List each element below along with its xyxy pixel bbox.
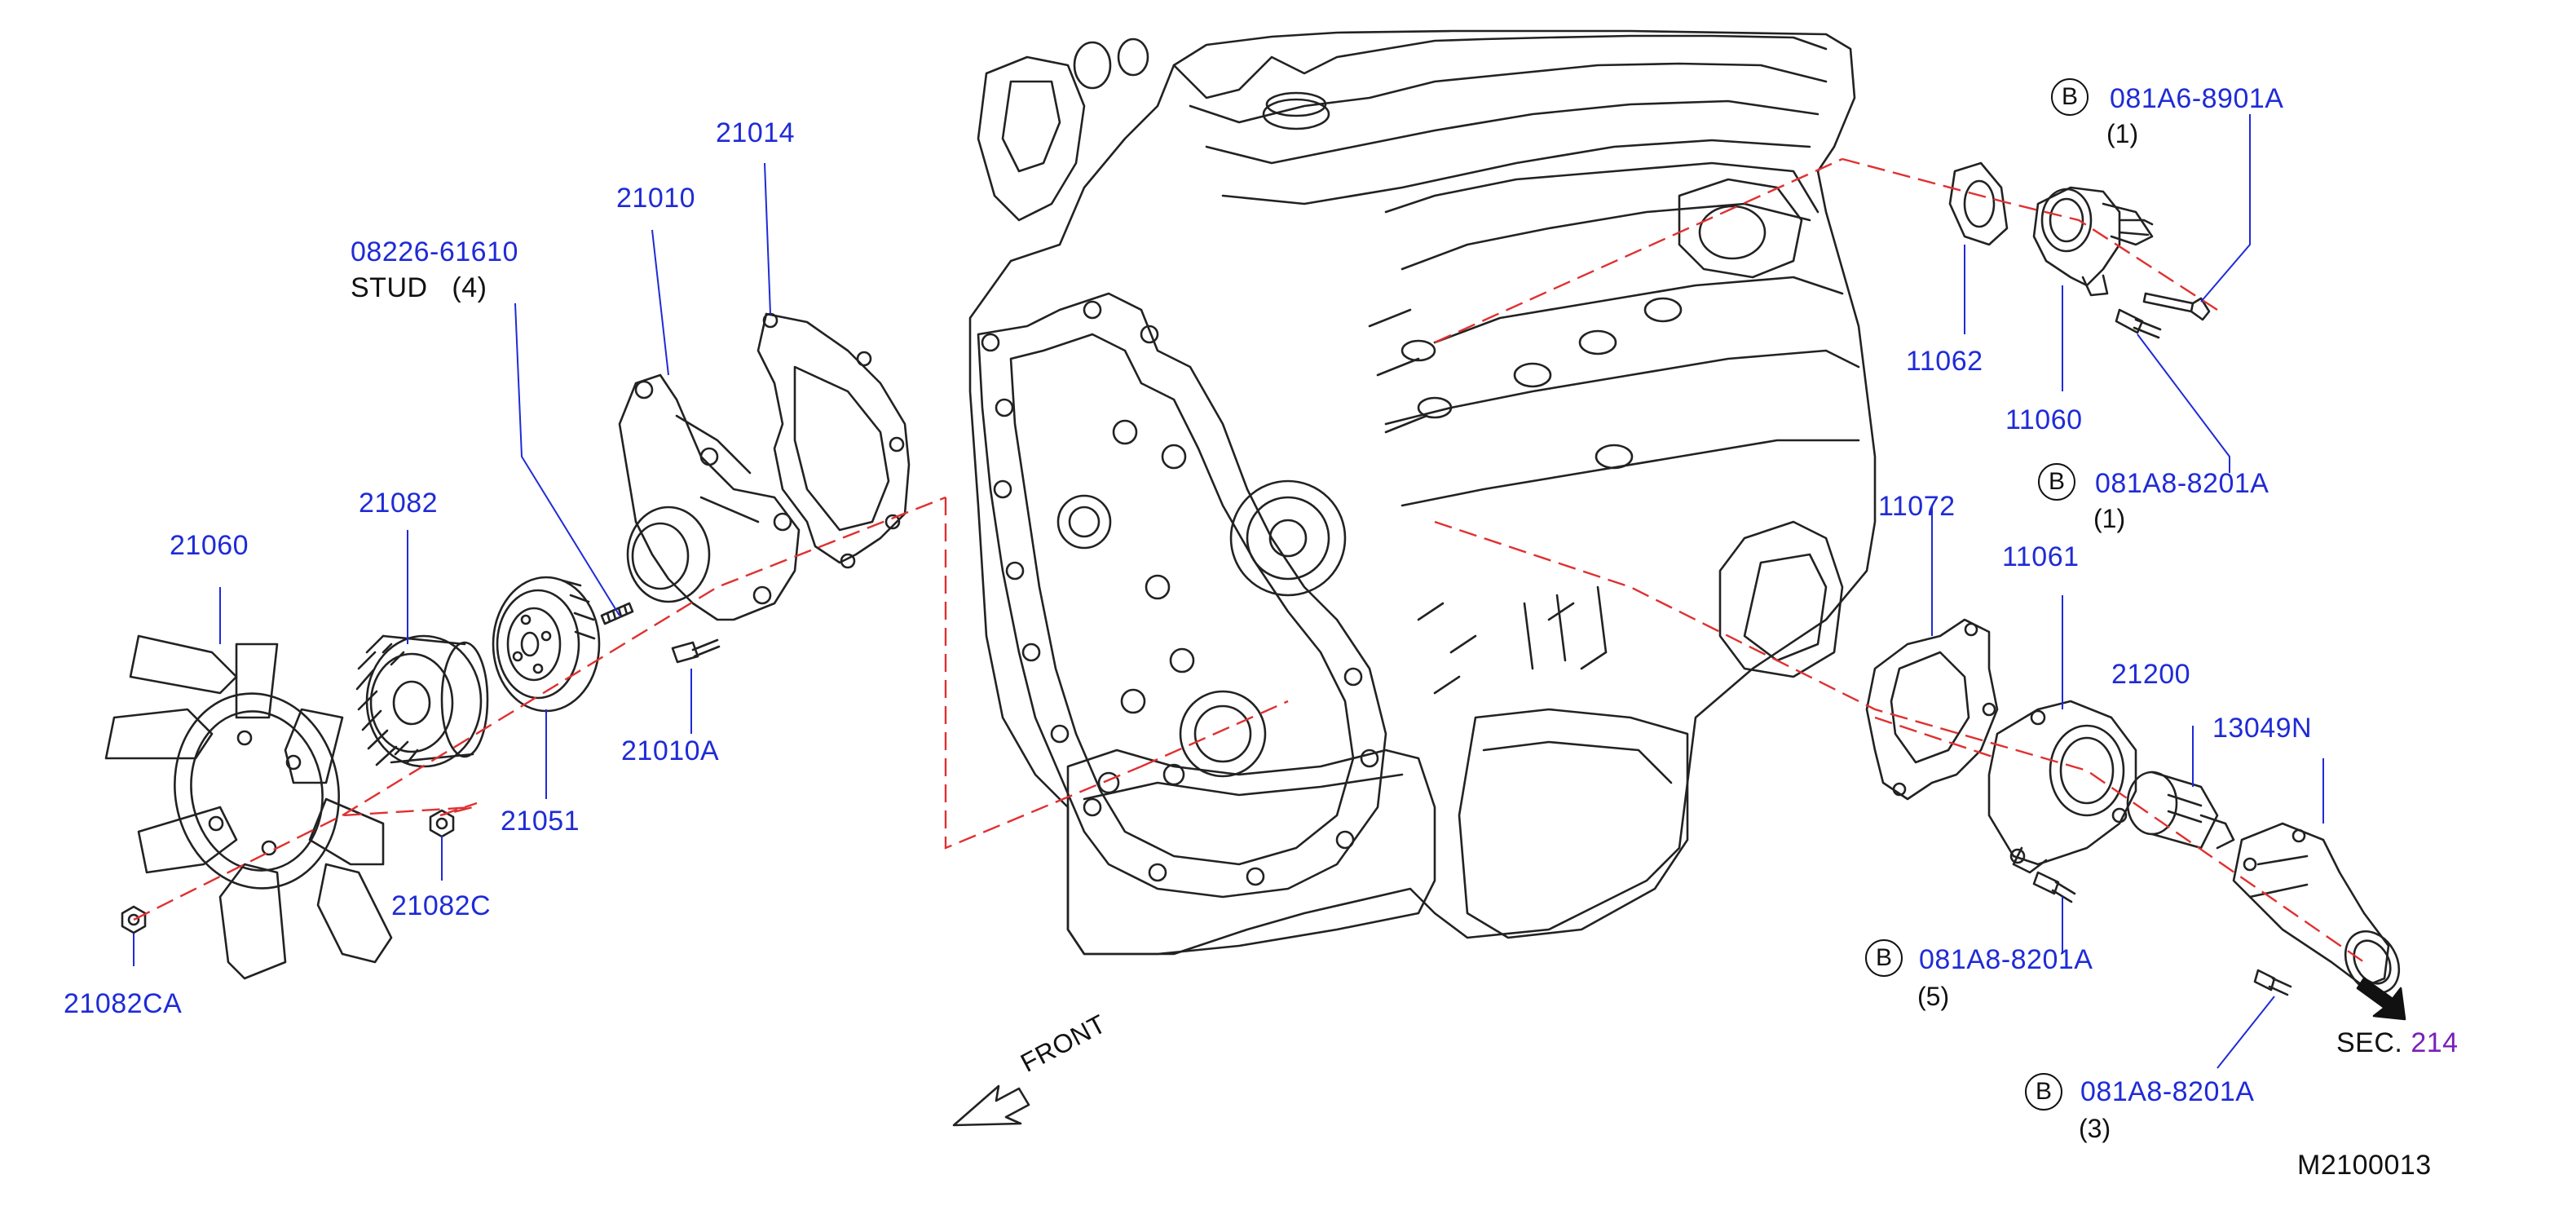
part-label-11062[interactable]: 11062 [1906, 346, 1983, 377]
bolt-qty: (3) [2079, 1114, 2111, 1143]
part-label-13049N[interactable]: 13049N [2212, 713, 2313, 744]
diagram-code: M2100013 [2297, 1150, 2432, 1181]
part-label-21082[interactable]: 21082 [359, 488, 439, 519]
part-label-21200[interactable]: 21200 [2111, 659, 2191, 690]
stud-drawing [600, 602, 634, 625]
engine-block-drawing [968, 29, 1877, 956]
section-number-link[interactable]: 214 [2411, 1027, 2459, 1058]
part-label-11061[interactable]: 11061 [2002, 541, 2080, 572]
thermostat-housing-11061-drawing [1987, 700, 2137, 903]
fan-blade-drawing [104, 634, 393, 980]
water-outlet-11060-drawing [2032, 186, 2211, 339]
bolt-label-081A8-8201A[interactable]: 081A8-8201A [1919, 944, 2093, 975]
water-inlet-13049N-drawing [2232, 822, 2401, 996]
water-pump-drawing [618, 373, 801, 664]
fan-nut-drawings [121, 809, 455, 934]
bolt-label-081A8-8201A[interactable]: 081A8-8201A [2080, 1076, 2255, 1107]
bolt-qty: (5) [1917, 982, 1950, 1011]
fan-clutch-drawing [355, 634, 489, 768]
bolt-label-081A6-8901A[interactable]: 081A6-8901A [2110, 83, 2284, 114]
front-arrow-icon [952, 1084, 1030, 1127]
bolt-marker-b: B [2025, 1073, 2062, 1111]
sec-arrow-icon [2356, 977, 2406, 1021]
gasket-11072-drawing [1865, 618, 1999, 801]
thermostat-21200-drawing [2126, 771, 2235, 850]
part-label-21014[interactable]: 21014 [716, 117, 796, 148]
part-label-21082C[interactable]: 21082C [391, 890, 492, 921]
part-label-11072[interactable]: 11072 [1878, 491, 1956, 522]
bolt-qty: (1) [2093, 504, 2126, 533]
stud-name-label: STUD (4) [351, 274, 487, 302]
part-label-11060[interactable]: 11060 [2005, 404, 2083, 435]
bolt-marker-b: B [1865, 939, 1903, 977]
section-prefix: SEC. [2336, 1027, 2403, 1058]
part-label-21051[interactable]: 21051 [501, 806, 580, 837]
bolt-qty: (1) [2106, 119, 2139, 148]
stud-qty: (4) [452, 272, 487, 303]
pump-gasket-drawing [756, 312, 911, 569]
bolt-marker-b: B [2038, 463, 2075, 501]
part-label-21060[interactable]: 21060 [170, 530, 249, 561]
bolt-marker-b: B [2051, 78, 2089, 116]
part-label-21082CA[interactable]: 21082CA [64, 988, 183, 1019]
part-label-21010A[interactable]: 21010A [621, 735, 720, 766]
gasket-11062-drawing [1948, 161, 2009, 246]
part-label-08226-61610[interactable]: 08226-61610 [351, 236, 518, 267]
section-reference: SEC. 214 [2336, 1029, 2459, 1057]
pulley-drawing [492, 576, 601, 713]
part-label-21010[interactable]: 21010 [616, 183, 696, 214]
bolt-label-081A8-8201A[interactable]: 081A8-8201A [2095, 468, 2269, 499]
stud-name: STUD [351, 272, 428, 303]
